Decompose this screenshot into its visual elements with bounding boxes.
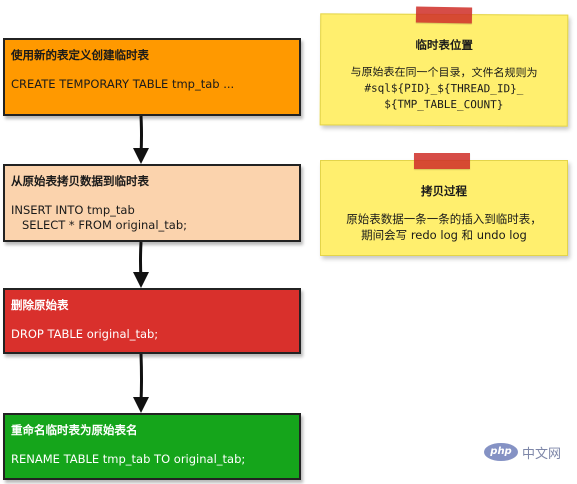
tape-decoration — [415, 6, 473, 24]
arrow-down-icon — [133, 115, 149, 164]
arrow-down-icon — [133, 353, 149, 413]
note-body: 与原始表在同一个目录，文件名规则为 #sql${PID}_${THREAD_ID… — [350, 65, 538, 112]
note-temp-table-location: 临时表位置 与原始表在同一个目录，文件名规则为 #sql${PID}_${THR… — [319, 13, 569, 127]
step-sql: RENAME TABLE tmp_tab TO original_tab; — [11, 452, 246, 466]
arrow-down-icon — [133, 241, 149, 288]
note-copy-process: 拷贝过程 原始表数据一条一条的插入到临时表， 期间会写 redo log 和 u… — [320, 160, 568, 256]
step-title: 使用新的表定义创建临时表 — [11, 48, 149, 62]
php-logo: php — [484, 443, 518, 461]
note-body: 原始表数据一条一条的插入到临时表， 期间会写 redo log 和 undo l… — [346, 212, 542, 242]
watermark-text: 中文网 — [522, 446, 562, 462]
tape-decoration — [414, 153, 470, 169]
step-title: 从原始表拷贝数据到临时表 — [11, 174, 149, 188]
step-create-temp-table: 使用新的表定义创建临时表 CREATE TEMPORARY TABLE tmp_… — [3, 38, 301, 116]
note-title: 拷贝过程 — [421, 184, 467, 198]
step-title: 删除原始表 — [11, 298, 69, 312]
step-sql: INSERT INTO tmp_tab SELECT * FROM origin… — [11, 203, 188, 232]
step-title: 重命名临时表为原始表名 — [11, 423, 138, 437]
note-title: 临时表位置 — [415, 37, 473, 53]
step-drop-table: 删除原始表 DROP TABLE original_tab; — [3, 288, 301, 354]
step-copy-data: 从原始表拷贝数据到临时表 INSERT INTO tmp_tab SELECT … — [3, 164, 301, 242]
watermark: php 中文网 — [484, 440, 561, 464]
step-sql: CREATE TEMPORARY TABLE tmp_tab ... — [11, 77, 235, 91]
step-rename-table: 重命名临时表为原始表名 RENAME TABLE tmp_tab TO orig… — [3, 413, 301, 480]
step-sql: DROP TABLE original_tab; — [11, 327, 159, 341]
